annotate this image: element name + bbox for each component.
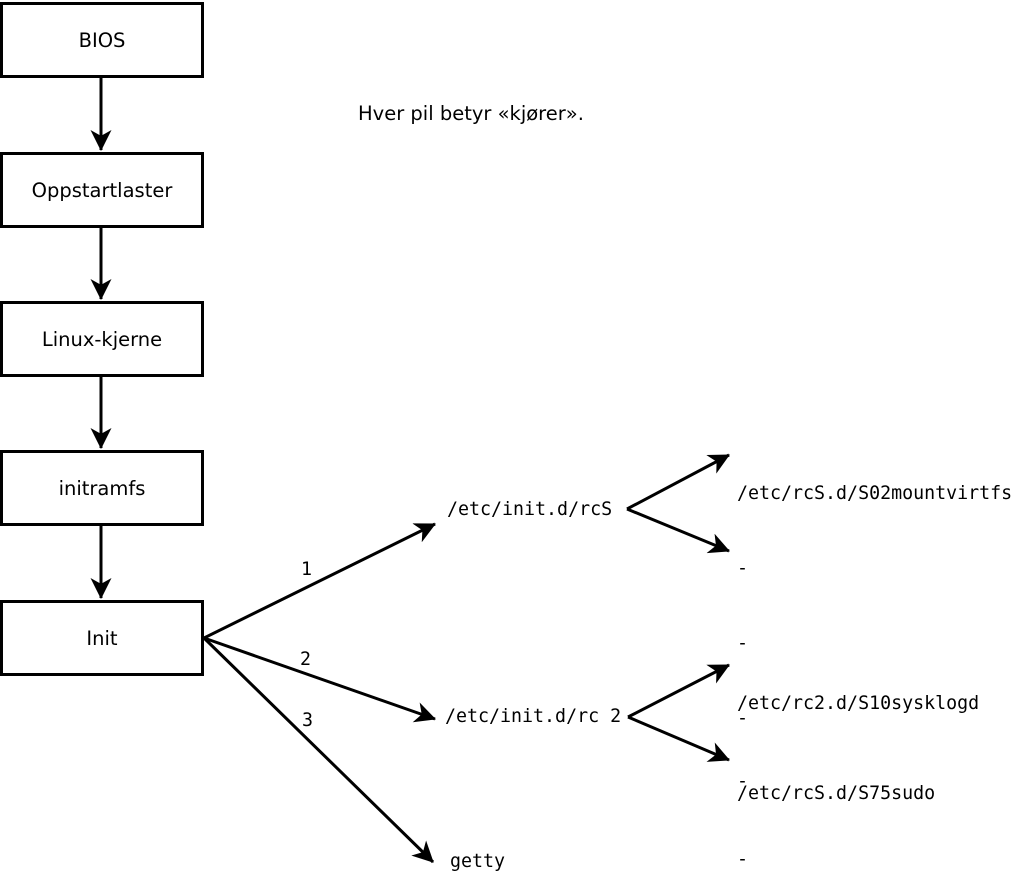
- box-bios: BIOS: [0, 2, 204, 78]
- box-bios-label: BIOS: [78, 28, 126, 52]
- arrow-rc2-to-s99gdm: [627, 715, 730, 762]
- script-line: -: [737, 849, 749, 870]
- box-bootloader-label: Oppstartlaster: [31, 178, 173, 202]
- script-line: -: [737, 633, 749, 654]
- box-initramfs: initramfs: [0, 450, 204, 526]
- script-line: -: [737, 708, 749, 729]
- arrow-rc2-to-s10sysklogd: [627, 663, 730, 719]
- branch-label-2: 2: [300, 649, 312, 670]
- rcs-script-list: /etc/rcS.d/S02mountvirtfs - - - /etc/rcS…: [737, 431, 1012, 856]
- target-getty: getty: [450, 851, 506, 872]
- arrow-rcs-to-s02mountvirtfs: [626, 453, 730, 511]
- branch-label-3: 3: [302, 710, 314, 731]
- box-init-label: Init: [86, 626, 118, 650]
- target-rc2: /etc/init.d/rc 2: [445, 706, 622, 727]
- arrow-init-to-rc2: [203, 636, 436, 723]
- target-rcs: /etc/init.d/rcS: [447, 499, 613, 520]
- box-init: Init: [0, 600, 204, 676]
- box-bootloader: Oppstartlaster: [0, 152, 204, 228]
- diagram-note: Hver pil betyr «kjører».: [358, 102, 584, 125]
- script-line: -: [737, 771, 749, 792]
- script-line: /etc/rcS.d/S75sudo: [737, 783, 936, 804]
- script-line: -: [737, 558, 749, 579]
- rc2-script-list: /etc/rc2.d/S10sysklogd - - - /etc/rc2.d/…: [737, 639, 979, 875]
- branch-label-1: 1: [301, 559, 313, 580]
- arrow-init-to-rcs: [203, 522, 436, 640]
- script-line: /etc/rc2.d/S10sysklogd: [737, 693, 980, 714]
- script-line: /etc/rcS.d/S02mountvirtfs: [737, 483, 1013, 504]
- box-linux-kernel-label: Linux-kjerne: [41, 327, 163, 351]
- arrow-rcs-to-s75sudo: [626, 507, 730, 554]
- box-initramfs-label: initramfs: [58, 476, 146, 500]
- arrow-init-to-getty: [202, 636, 435, 864]
- box-linux-kernel: Linux-kjerne: [0, 301, 204, 377]
